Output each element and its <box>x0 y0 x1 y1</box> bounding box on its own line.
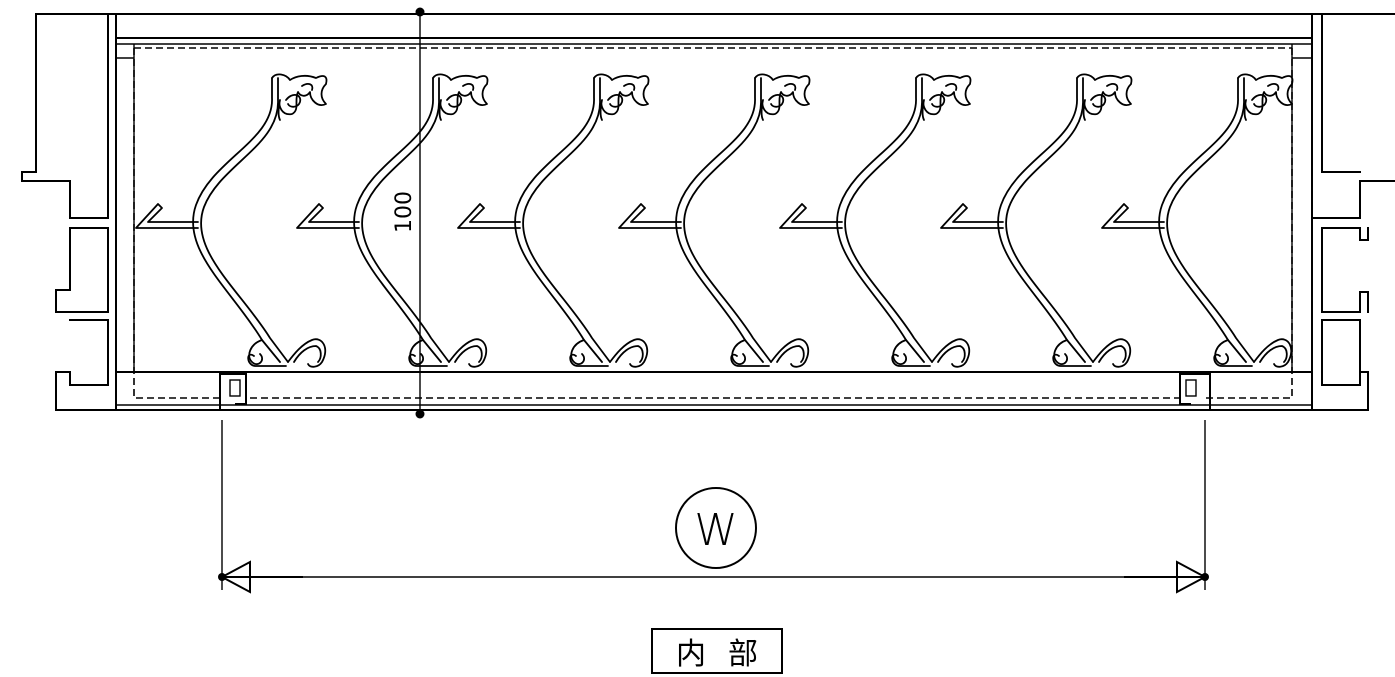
width-arrow-right <box>1176 560 1208 594</box>
height-dimension-label: 100 <box>392 191 417 233</box>
width-dimension: W <box>218 420 1209 594</box>
head-frame <box>115 13 1313 411</box>
louver-blade <box>1101 73 1294 368</box>
louver-blade <box>779 73 972 368</box>
louver-blade <box>618 73 811 368</box>
louver-blades <box>135 73 1294 368</box>
height-dimension: 100 <box>392 7 425 419</box>
opening-dashed-outline <box>133 47 1293 399</box>
right-jamb-profile <box>1311 13 1395 411</box>
louver-blade <box>940 73 1133 368</box>
louver-blade <box>296 73 489 368</box>
louver-blade <box>457 73 650 368</box>
sill-frame <box>115 371 1313 411</box>
interior-side-label: 内部 <box>651 628 783 674</box>
width-symbol-circle <box>675 487 757 569</box>
width-symbol-label: W <box>694 505 738 556</box>
louver-blade <box>135 73 328 368</box>
width-arrow-left <box>219 560 251 594</box>
left-jamb-profile <box>21 13 117 411</box>
